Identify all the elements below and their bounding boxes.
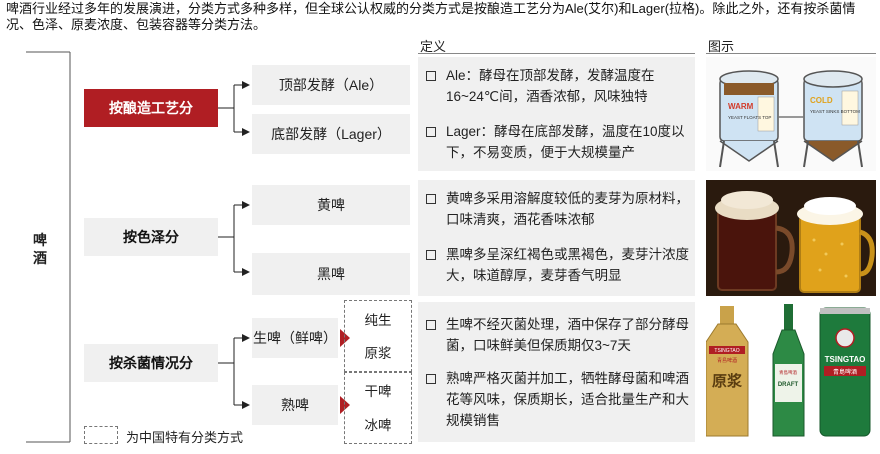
bottle1-brand: TSINGTAO <box>714 348 739 354</box>
definition-header: 定义 <box>420 39 447 54</box>
definition-cooked-beer: 熟啤严格灭菌并加工，牺牲酵母菌和啤酒花等风味，保质期长，适合批量生产和大规模销售 <box>426 368 689 431</box>
subtype-ice-beer: 冰啤 <box>349 412 407 436</box>
definition-panel-brewing: Ale：酵母在顶部发酵，发酵温度在16~24℃间，酒香浓郁，风味独特 Lager… <box>418 57 695 171</box>
type-yellow-beer: 黄啤 <box>252 185 410 225</box>
subtype-group-draft <box>344 300 412 372</box>
tsingtao-bottles-image: TSINGTAO 青島啤酒 原浆 青島啤酒 DRAFT TSINGTAO 青島啤… <box>705 302 876 442</box>
bottle3-cn: 青島啤酒 <box>833 368 857 376</box>
triangle-draft <box>340 329 350 347</box>
category-brewing: 按酿造工艺分 <box>84 89 218 127</box>
tank-right-label: COLD <box>810 96 833 105</box>
fermentation-tanks-illustration: WARM YEAST FLOATS TOP COLD YEAST SINKS B… <box>719 70 863 168</box>
root-label: 啤酒 <box>33 232 47 266</box>
legend-dashed-swatch <box>84 426 118 444</box>
legend-label: 为中国特有分类方式 <box>126 430 244 445</box>
connector-cat2 <box>218 205 235 272</box>
beer-mugs-image <box>706 180 876 296</box>
beer-mugs-illustration <box>706 180 876 296</box>
definition-black-beer: 黑啤多呈深红褐色或黑褐色，麦芽汁浓度大，味道醇厚，麦芽香气明显 <box>426 244 689 286</box>
connector-cat3 <box>218 338 235 405</box>
definition-panel-sterilization: 生啤不经灭菌处理，酒中保存了部分酵母菌，口味鲜美但保质期仅3~7天 熟啤严格灭菌… <box>418 302 695 442</box>
tsingtao-bottles-illustration: TSINGTAO 青島啤酒 原浆 青島啤酒 DRAFT TSINGTAO 青島啤… <box>705 302 876 442</box>
definition-header-rule <box>418 53 695 54</box>
subtype-group-cooked <box>344 372 412 444</box>
bottle1-cn: 青島啤酒 <box>717 357 737 364</box>
type-cooked-beer: 熟啤 <box>252 385 338 425</box>
tank-left-label: WARM <box>728 102 754 111</box>
type-ale: 顶部发酵（Ale） <box>252 65 410 105</box>
image-header: 图示 <box>708 39 735 54</box>
bottle2-cn: 青島啤酒 <box>779 369 797 376</box>
triangle-cooked <box>340 396 350 414</box>
type-black-beer: 黑啤 <box>252 253 410 295</box>
image-header-rule <box>706 53 876 54</box>
bottle2-brand: DRAFT <box>778 382 799 388</box>
type-lager: 底部发酵（Lager） <box>252 114 410 154</box>
definition-panel-color: 黄啤多采用溶解度较低的麦芽为原材料，口味清爽，酒花香味浓郁 黑啤多呈深红褐色或黑… <box>418 180 695 296</box>
tank-left-sub: YEAST FLOATS TOP <box>728 115 771 120</box>
intro-text: 啤酒行业经过多年的发展演进，分类方式多种多样，但全球公认权威的分类方式是按酿造工… <box>6 1 856 32</box>
definition-ale: Ale：酵母在顶部发酵，发酵温度在16~24℃间，酒香浓郁，风味独特 <box>426 65 689 107</box>
category-color: 按色泽分 <box>84 218 218 256</box>
definition-yellow-beer: 黄啤多采用溶解度较低的麦芽为原材料，口味清爽，酒花香味浓郁 <box>426 188 689 230</box>
tank-right-sub: YEAST SINKS BOTTOM <box>810 109 860 114</box>
definition-lager: Lager：酵母在底部发酵，温度在10度以下，不易变质，便于大规模量产 <box>426 121 689 163</box>
fermentation-tanks-image: WARM YEAST FLOATS TOP COLD YEAST SINKS B… <box>706 57 876 171</box>
bottle3-brand: TSINGTAO <box>825 355 866 364</box>
subtype-pure-draft: 纯生 <box>349 307 407 331</box>
bottle1-big: 原浆 <box>712 372 743 390</box>
connector-cat1 <box>218 85 235 132</box>
root-bracket <box>26 51 71 443</box>
category-sterilization: 按杀菌情况分 <box>84 344 218 382</box>
subtype-original-pulp: 原浆 <box>349 340 407 364</box>
type-draft-beer: 生啤（鲜啤） <box>252 318 338 358</box>
subtype-dry-beer: 干啤 <box>349 378 407 402</box>
definition-draft-beer: 生啤不经灭菌处理，酒中保存了部分酵母菌，口味鲜美但保质期仅3~7天 <box>426 314 689 356</box>
